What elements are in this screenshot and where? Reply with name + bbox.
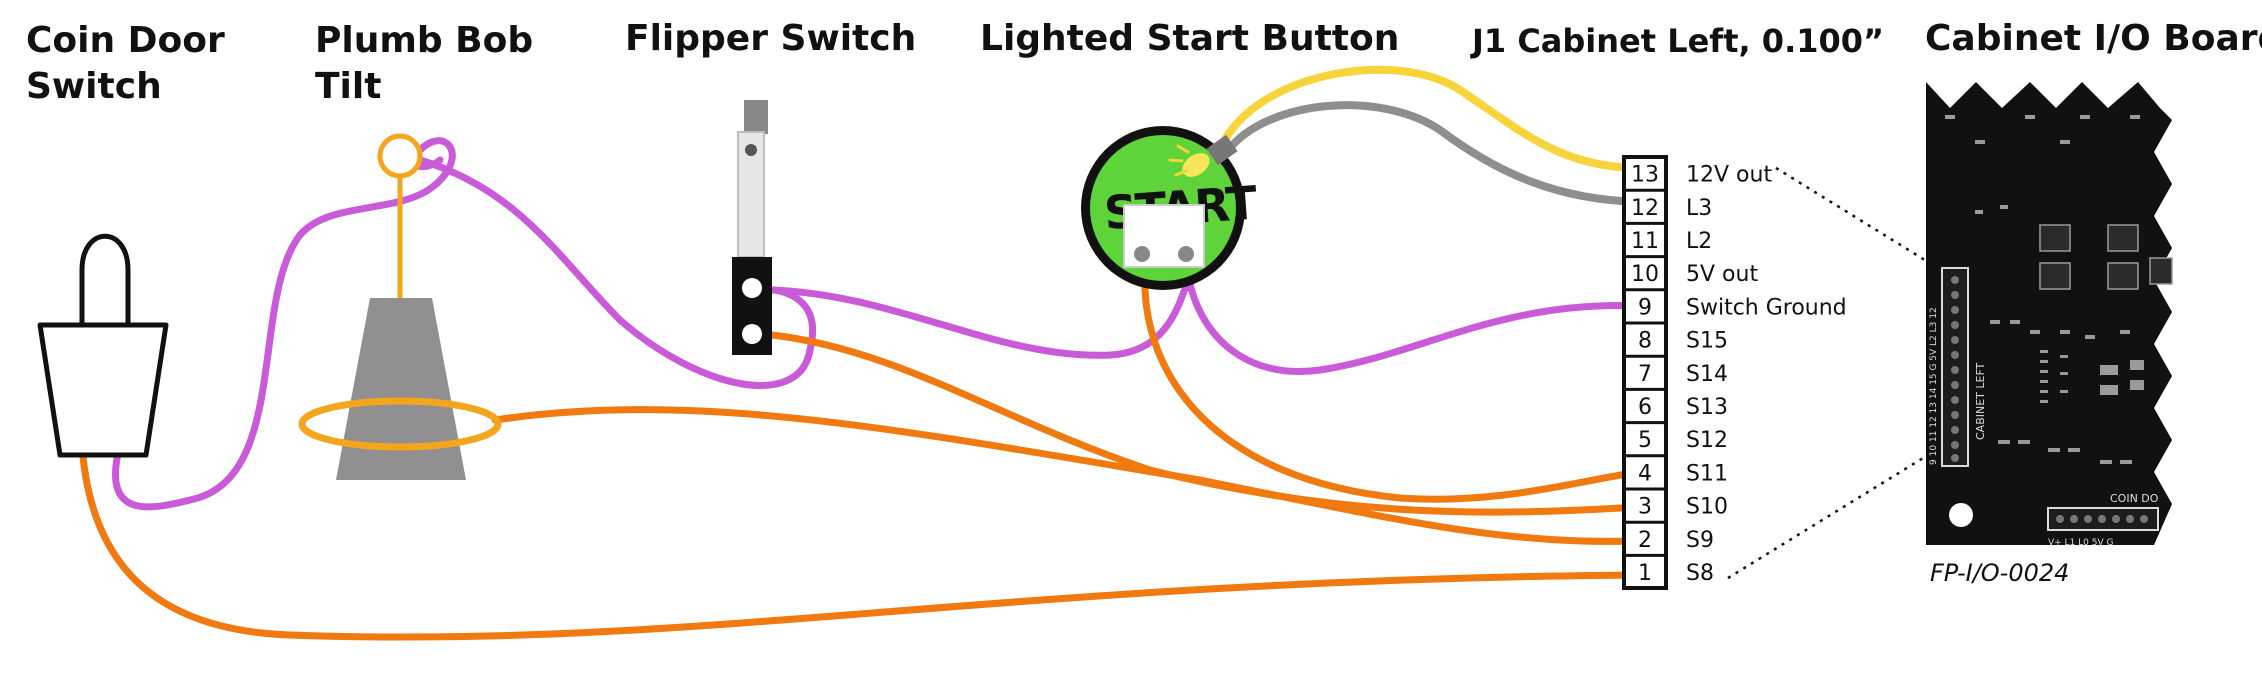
flipper-switch [732, 100, 772, 355]
connector-pin-label: S8 [1686, 561, 1714, 586]
plumb-bob-title-line1: Plumb Bob [315, 20, 533, 61]
connector-pin-label: 5V out [1686, 262, 1758, 287]
leader-line-bottom [1727, 453, 1929, 580]
connector-pin-label: 12V out [1686, 163, 1772, 188]
plumb-bob-tilt [298, 133, 502, 480]
coin-door-switch [37, 233, 169, 458]
connector-pin-number: 10 [1631, 262, 1659, 287]
start-wire-switch-ground [1184, 271, 1644, 375]
connector-pin-label: S12 [1686, 428, 1728, 453]
connector-pin-label: L3 [1686, 196, 1712, 221]
plumb-bob-wire-ground [416, 156, 817, 390]
connector-title: J1 Cabinet Left, 0.100” [1470, 22, 1884, 60]
board-silkscreen-coin-door: COIN DO [2110, 492, 2159, 505]
board-components [1945, 115, 2144, 464]
lamp-glow-icon [1168, 144, 1190, 177]
board-silkscreen-header: CABINET LEFT [1974, 362, 1987, 440]
connector-pin-number: 13 [1631, 163, 1659, 188]
connector-pin-number: 5 [1638, 428, 1652, 453]
board-silkscreen-pins: 9 10 11 12 13 14 15 G 5V L2 L3 12 [1929, 307, 1939, 465]
connector-pin-label: S13 [1686, 395, 1728, 420]
connector-pin-number: 9 [1638, 295, 1652, 320]
connector-pin-label: S15 [1686, 329, 1728, 354]
flipper-wire-s10 [768, 331, 1644, 516]
coin-door-wire-s8 [78, 441, 1644, 641]
leader-line-top [1775, 166, 1929, 264]
lamp-wire-l3 [1226, 101, 1644, 206]
plumb-bob-title-line2: Tilt [315, 66, 381, 107]
plumb-bob-wire-s9 [491, 406, 1644, 545]
coin-door-title-line2: Switch [26, 66, 162, 107]
connector-pin-label: S10 [1686, 495, 1728, 520]
connector-pin-number: 3 [1638, 495, 1652, 520]
start-button-title: Lighted Start Button [980, 18, 1399, 59]
connector-pin-label: S11 [1686, 461, 1728, 486]
connector-pin-label: S9 [1686, 528, 1714, 553]
board-id-label: FP-I/O-0024 [1930, 559, 2069, 587]
coin-door-title-line1: Coin Door [26, 20, 225, 61]
cabinet-io-board: CABINET LEFT 9 10 11 12 13 14 15 G 5V L2… [1926, 82, 2173, 548]
start-wire-s11 [1141, 266, 1644, 503]
connector-pin-number: 11 [1631, 229, 1659, 254]
connector-pin-number: 6 [1638, 395, 1652, 420]
start-lamp-socket [1206, 134, 1238, 166]
connector-pin-number: 7 [1638, 362, 1652, 387]
plumb-bob-ring [298, 397, 502, 451]
connector-pin-number: 12 [1631, 196, 1659, 221]
j1-connector: 13 12 11 10 9 8 7 6 5 4 3 2 1 [1622, 155, 1668, 590]
coin-door-wire-ground [111, 137, 456, 511]
connector-pin-label: Switch Ground [1686, 295, 1847, 320]
flipper-wire-ground [768, 271, 1194, 359]
connector-pin-number: 4 [1638, 461, 1652, 486]
lamp-wire-12v [1218, 65, 1644, 172]
board-header-pins [1951, 276, 1959, 462]
start-lamp-bulb [1182, 153, 1210, 177]
connector-pin-number: 8 [1638, 329, 1652, 354]
flipper-switch-title: Flipper Switch [625, 18, 916, 59]
connector-pin-label: L2 [1686, 229, 1712, 254]
board-chips [2039, 224, 2173, 290]
io-board-title: Cabinet I/O Board [1925, 18, 2262, 59]
connector-pin-number: 2 [1638, 528, 1652, 553]
board-silkscreen-coin-pins: V+ L1 L0 5V G [2048, 538, 2114, 548]
lighted-start-button: START [1081, 126, 1260, 290]
connector-pin-number: 1 [1638, 561, 1652, 586]
connector-pin-label: S14 [1686, 362, 1728, 387]
board-mounting-hole [1949, 503, 1973, 527]
